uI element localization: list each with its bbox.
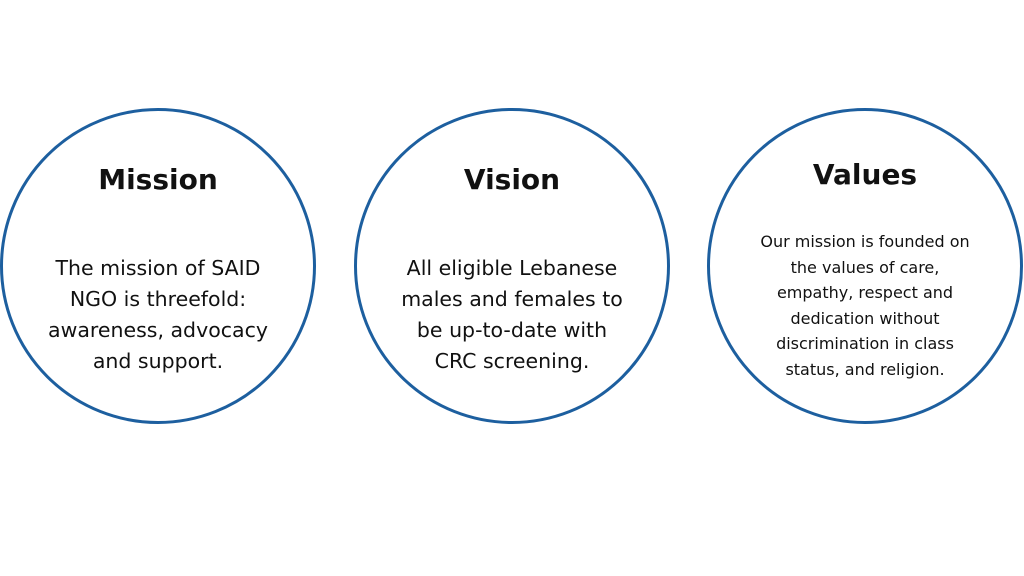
values-title: Values (812, 158, 918, 191)
text-line: empathy, respect and (776, 283, 954, 302)
text-line: dedication without (790, 308, 940, 328)
text-line: be up-to-date with (416, 318, 608, 342)
vision-card: Vision All eligible Lebanese males and f… (354, 108, 670, 424)
values-card: Values Our mission is founded on the val… (707, 108, 1023, 424)
text-line: discrimination in class (776, 334, 954, 353)
text-line: NGO is threefold: (69, 287, 247, 311)
values-text: Our mission is founded on the values of … (710, 229, 1020, 382)
vision-title: Vision (463, 163, 561, 196)
mission-card: Mission The mission of SAID NGO is three… (0, 108, 316, 424)
text-line: the values of care, (790, 257, 940, 277)
text-line: CRC screening. (434, 349, 590, 373)
text-line: males and females to (401, 287, 623, 311)
text-line: The mission of SAID (55, 256, 261, 280)
vision-text: All eligible Lebanese males and females … (357, 253, 667, 377)
text-line: awareness, advocacy (48, 318, 268, 342)
text-line: and support. (92, 349, 224, 373)
mission-title: Mission (98, 163, 218, 196)
text-line: Our mission is founded on (760, 232, 970, 251)
mission-text: The mission of SAID NGO is threefold: aw… (3, 253, 313, 377)
text-line: status, and religion. (785, 359, 945, 379)
text-line: All eligible Lebanese (406, 256, 618, 280)
